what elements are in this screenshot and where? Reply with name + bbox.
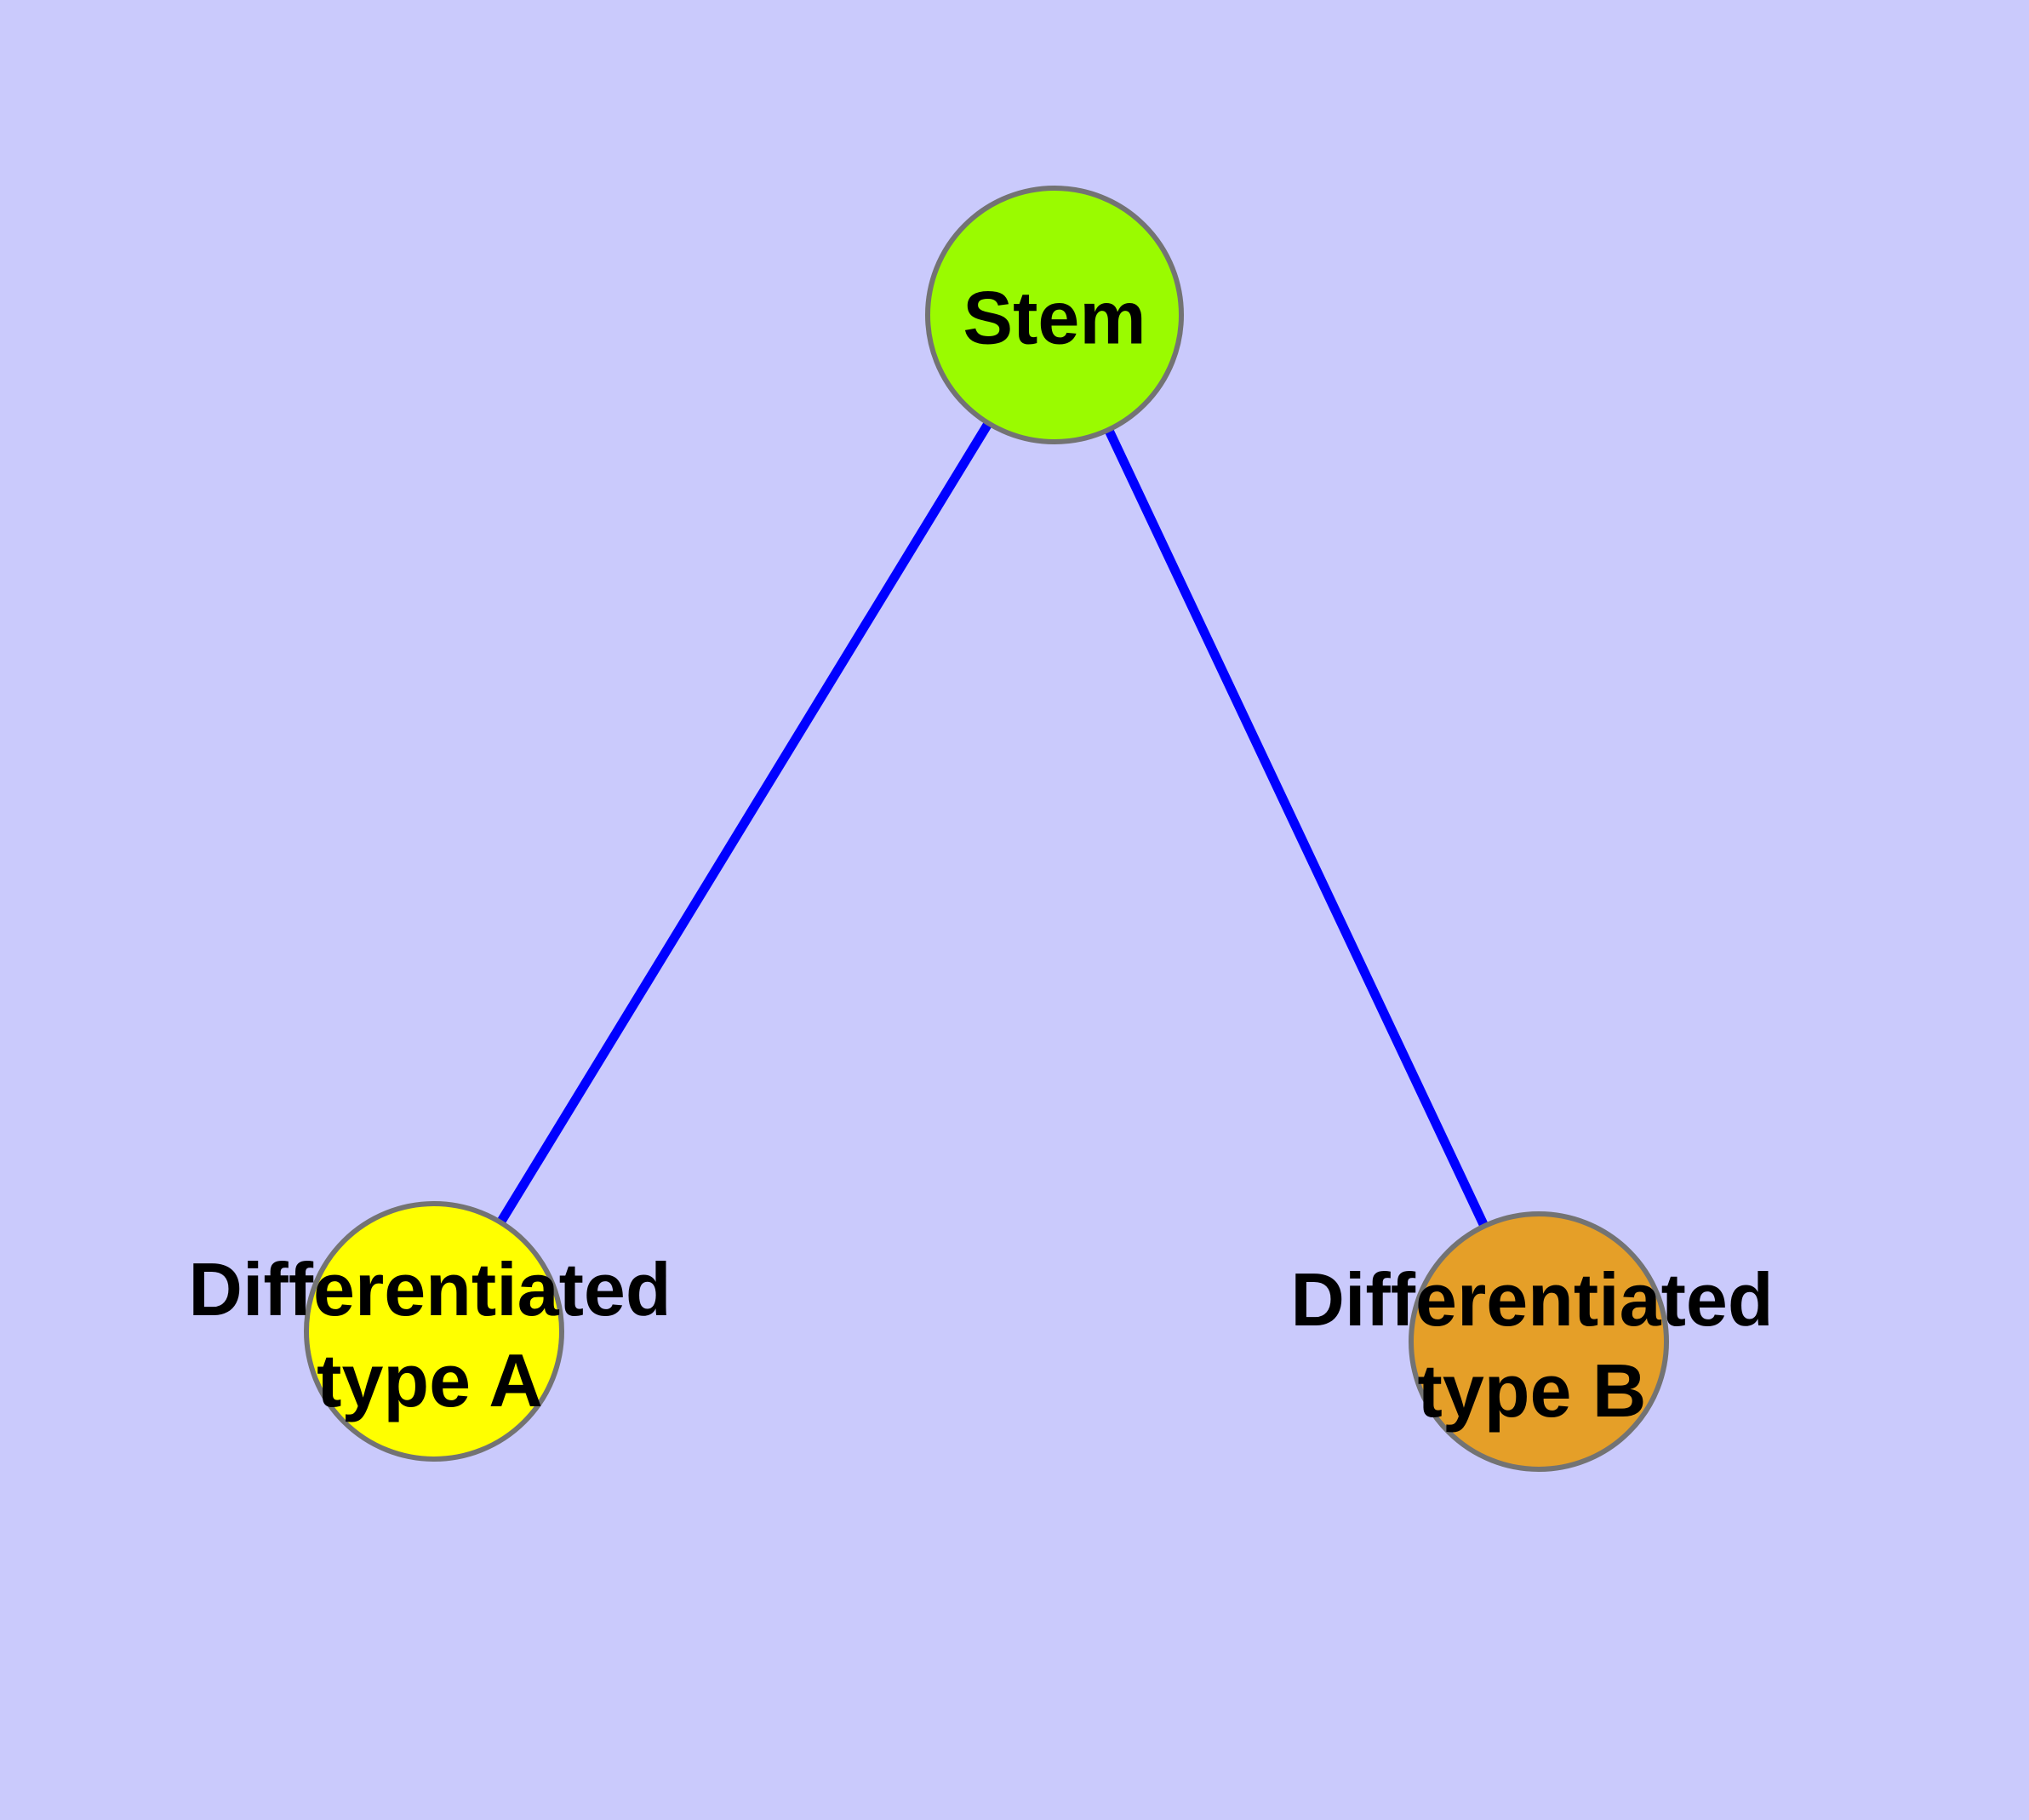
- node-typeB-label-line2: type B: [1417, 1348, 1647, 1433]
- node-typeB-circle: [1409, 1211, 1669, 1472]
- edge-stem-to-typeB: [1049, 310, 1544, 1347]
- node-typeA-label: Differentiated type A: [188, 1244, 671, 1426]
- node-typeA-circle: [304, 1201, 564, 1462]
- node-stem-circle: [925, 186, 1184, 444]
- node-stem-label: Stem: [963, 275, 1146, 360]
- edge-stem-to-typeA: [429, 310, 1060, 1336]
- node-typeA-label-line2: type A: [317, 1338, 543, 1422]
- node-typeA-label-line1: Differentiated: [188, 1247, 672, 1331]
- node-typeB-label-line1: Differentiated: [1290, 1257, 1774, 1342]
- node-typeB-label: Differentiated type B: [1290, 1254, 1773, 1436]
